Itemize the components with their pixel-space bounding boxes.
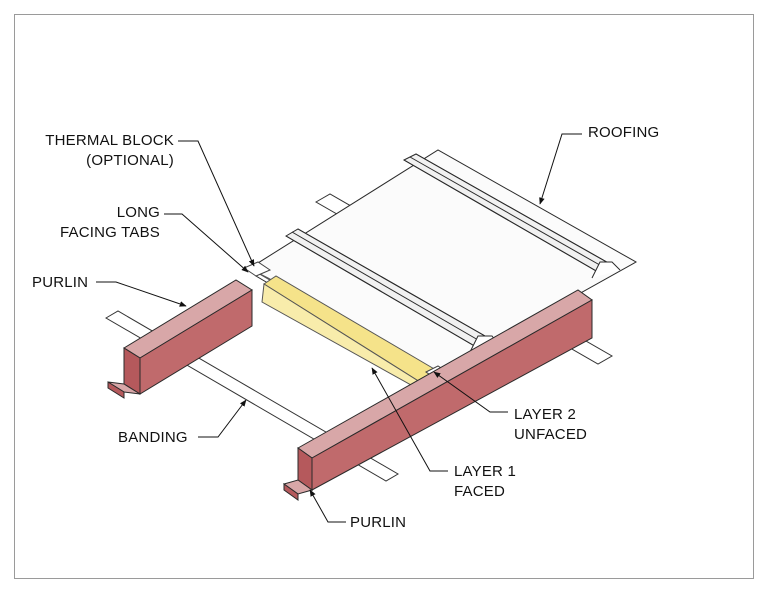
label-layer1-line1: LAYER 1: [454, 463, 516, 480]
label-purlin-bottom: PURLIN: [350, 514, 407, 531]
purlin-right: [282, 289, 593, 501]
leader-lines: [96, 133, 582, 523]
purlin-left: [107, 279, 253, 399]
label-roofing: ROOFING: [588, 124, 660, 141]
label-long-facing-tabs-line1: LONG: [116, 204, 160, 221]
label-purlin-left: PURLIN: [32, 274, 89, 291]
label-thermal-block-line2: (OPTIONAL): [86, 152, 174, 169]
label-thermal-block-line1: THERMAL BLOCK: [45, 132, 174, 149]
drawing-border: [14, 14, 754, 579]
label-long-facing-tabs-line2: FACING TABS: [59, 224, 160, 241]
label-layer2-line2: UNFACED: [514, 426, 588, 443]
label-layer2-line1: LAYER 2: [514, 406, 576, 423]
label-banding: BANDING: [118, 429, 188, 446]
label-layer1-line2: FACED: [454, 483, 506, 500]
